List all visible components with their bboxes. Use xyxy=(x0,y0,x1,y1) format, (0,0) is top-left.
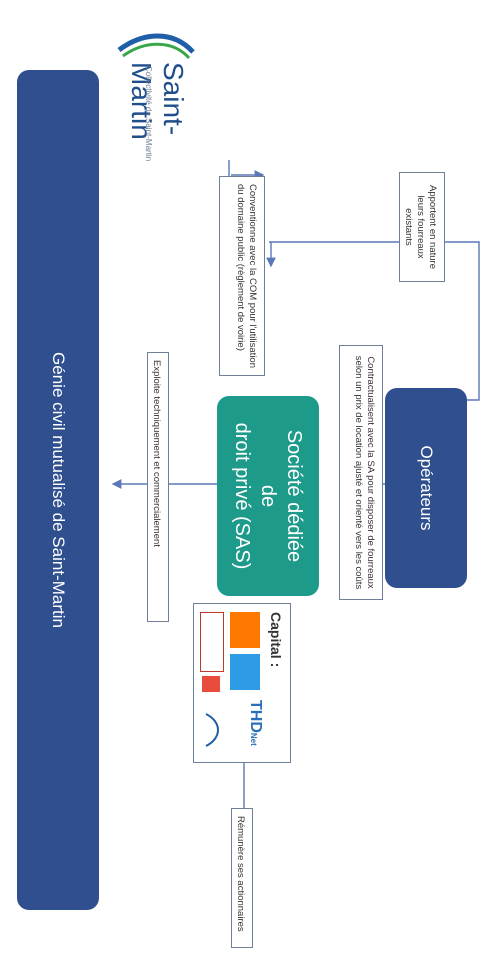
note-conventionne: Conventionne avec la COM pour l'utilisat… xyxy=(219,176,265,376)
capital-label: Capital : xyxy=(268,612,284,668)
saint-martin-logo-text: Saint-Martin xyxy=(126,62,189,140)
saint-martin-small-logo xyxy=(198,708,226,752)
sas-title-line1: Société dédiée de xyxy=(257,429,305,563)
note-exploite: Exploite techniquement et commercialemen… xyxy=(147,352,169,622)
saint-martin-logo-subtitle: Collectivité de Saint-Martin xyxy=(144,66,153,162)
capital-box: Capital : THDNet xyxy=(193,603,291,763)
thd-logo-text: THD xyxy=(247,700,264,733)
partner-logo xyxy=(202,676,220,692)
saint-martin-logo: Saint-Martin Collectivité de Saint-Marti… xyxy=(113,10,203,180)
thd-logo: THDNet xyxy=(230,700,264,756)
genie-civil-bar: Génie civil mutualisé de Saint-Martin xyxy=(17,70,99,910)
note-contractualisent: Contractualisent avec la SA pour dispose… xyxy=(339,345,383,600)
thd-logo-suffix: Net xyxy=(249,732,258,746)
note-remunere: Rémunère ses actionnaires xyxy=(231,808,253,948)
telephonie-logo xyxy=(230,654,260,690)
orange-logo xyxy=(230,612,260,648)
sas-title-line2: droit privé (SAS) xyxy=(231,422,253,570)
sas-box: Société dédiée de droit privé (SAS) xyxy=(217,396,319,596)
note-apportent: Apportent en nature leurs fourreaux exis… xyxy=(399,172,445,282)
operateurs-box: Opérateurs xyxy=(385,388,467,588)
banque-territoires-logo xyxy=(200,612,224,672)
